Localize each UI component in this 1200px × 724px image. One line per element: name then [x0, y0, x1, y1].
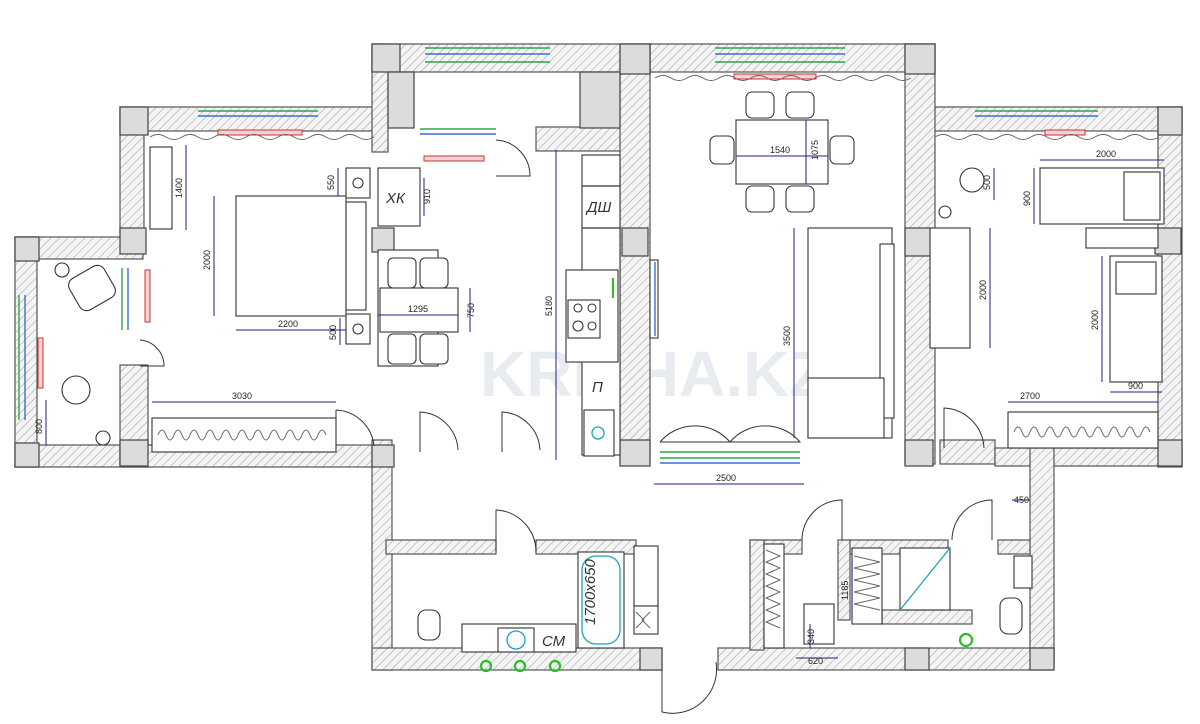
- stove-label: П: [592, 379, 603, 396]
- curtains: [149, 75, 1160, 140]
- dim-kitchen-table-depth: 750: [466, 303, 476, 318]
- hall-closet: [763, 543, 785, 649]
- dim-bed-height: 2000: [202, 250, 212, 270]
- tv: [649, 259, 659, 339]
- dim-dining-depth: 1075: [810, 140, 820, 160]
- dim-kids-chair: 500: [982, 175, 992, 190]
- dim-storage-small: 340: [806, 629, 816, 644]
- fridge-label: ХК: [385, 190, 406, 207]
- toilet-right: [999, 597, 1023, 635]
- windows: [18, 47, 1098, 464]
- sink: [583, 409, 615, 457]
- dim-kids-bed-left: 900: [1022, 191, 1032, 206]
- dim-fridge-gap: 910: [422, 189, 432, 204]
- dim-sofa-length: 3500: [782, 326, 792, 346]
- dim-nightstand-bottom: 500: [328, 325, 338, 340]
- dimension-lines: 1400 550 2000 2200 500 3030 800 910 1295…: [34, 120, 1164, 666]
- wc-sink: [1013, 555, 1033, 589]
- kids-desk: [929, 227, 971, 349]
- dim-living-bottom: 2500: [716, 473, 736, 483]
- living-room: [649, 91, 895, 453]
- dim-kids-bed-top: 2000: [1096, 149, 1116, 159]
- dim-kids-bed-lower: 2000: [1090, 310, 1100, 330]
- armchair: [68, 264, 116, 312]
- dining-table: [735, 119, 829, 185]
- dim-nightstand-top: 550: [326, 175, 336, 190]
- kitchen-table: [379, 287, 459, 333]
- bedroom-wardrobe: [151, 417, 337, 453]
- dim-balcony-depth: 800: [34, 419, 44, 434]
- bedroom: [149, 146, 375, 453]
- office-chair: [61, 375, 91, 405]
- dim-kitchen-table-width: 1295: [408, 304, 428, 314]
- dim-bed-top: 1400: [174, 178, 184, 198]
- bathtub-label: 1700х650: [582, 558, 599, 625]
- watermark: KRISHA.KZ: [480, 338, 828, 410]
- dim-storage-door: 620: [808, 656, 823, 666]
- bathtub: [577, 551, 625, 649]
- dim-kids-desk: 2000: [978, 280, 988, 300]
- hall-storage: [661, 499, 1033, 714]
- bedroom-shelf: [149, 146, 173, 230]
- dim-bedroom-wardrobe: 3030: [232, 391, 252, 401]
- dim-kitchen-length: 5180: [544, 296, 554, 316]
- dim-kids-wardrobe: 2700: [1020, 391, 1040, 401]
- fridge: [377, 167, 421, 227]
- bathroom: 1700х650 СМ: [417, 509, 659, 673]
- dim-kids-bed-lower-width: 900: [1128, 381, 1143, 391]
- kids-chair: [959, 167, 985, 193]
- dim-dining-width: 1540: [770, 145, 790, 155]
- kitchen: ХК ДШ П: [377, 139, 621, 457]
- washer-label: СМ: [542, 633, 566, 650]
- balcony: [54, 262, 165, 446]
- dim-storage-depth: 1185: [840, 581, 850, 600]
- kids-room: [929, 167, 1165, 449]
- storage-rack: [851, 547, 883, 625]
- dim-bed-width: 2200: [278, 319, 298, 329]
- double-bed: [235, 195, 347, 317]
- toilet-left: [417, 609, 441, 641]
- dishwasher-label: ДШ: [585, 199, 612, 216]
- structural-columns: [14, 43, 1183, 671]
- dim-hall-niche: 450: [1014, 495, 1029, 505]
